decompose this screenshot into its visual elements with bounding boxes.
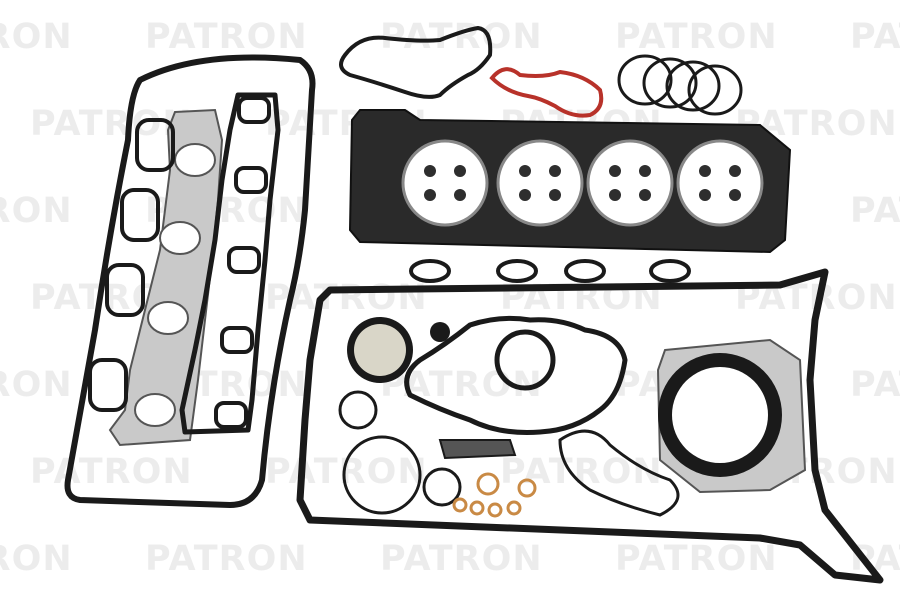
o-ring-set [617, 54, 743, 116]
copper-washer [487, 502, 503, 518]
oil-pump-gasket [558, 429, 680, 517]
patron-watermark: PATRON [615, 17, 778, 57]
small-o-ring [422, 467, 462, 507]
intake-manifold-ports [214, 96, 271, 429]
cylinder-bores [401, 139, 764, 227]
small-loop-gasket [409, 259, 451, 283]
turbo-flange-gasket [438, 439, 517, 460]
bore-hole [676, 139, 764, 227]
patron-watermark: PATRON [30, 104, 193, 144]
patron-watermark: PATRON [0, 365, 73, 405]
o-ring [617, 54, 673, 106]
patron-watermark: PATRON [380, 17, 543, 57]
round-gasket [342, 435, 422, 515]
water-pump-gasket [404, 315, 628, 435]
intake-port-hole [227, 246, 261, 274]
valve-stem-seal [519, 189, 531, 201]
timing-cover-gasket [339, 26, 493, 99]
rear-main-seal [656, 338, 807, 494]
small-loop-gaskets [409, 259, 691, 283]
patron-watermark: PATRON [0, 539, 73, 579]
patron-watermark: PATRON [850, 191, 900, 231]
small-loop-gasket [649, 259, 691, 283]
patron-watermark: PATRON [30, 452, 193, 492]
intake-port-hole [237, 96, 271, 124]
valve-stem-seal [424, 189, 436, 201]
oil-pan-gasket [296, 268, 884, 584]
copper-washer [469, 500, 485, 516]
patron-watermark: PATRON [380, 539, 543, 579]
side-port-gaskets [88, 118, 175, 412]
valve-stem-seal [639, 189, 651, 201]
misc-seals [338, 390, 680, 517]
small-o-ring [338, 390, 378, 430]
side-loop [120, 188, 160, 242]
o-ring [642, 57, 698, 109]
patron-watermark: PATRON [0, 17, 73, 57]
copper-washer [506, 500, 522, 516]
patron-watermark: PATRON [850, 17, 900, 57]
valve-stem-seal [609, 165, 621, 177]
valve-stem-seal [729, 189, 741, 201]
intake-port-hole [234, 166, 268, 194]
patron-watermark: PATRON [145, 17, 308, 57]
side-loop [105, 263, 145, 317]
valve-stem-seal [549, 189, 561, 201]
small-loop-gasket [496, 259, 538, 283]
water-pump-bore-gasket [494, 329, 556, 391]
bore-hole [586, 139, 674, 227]
valve-stem-seal [699, 189, 711, 201]
side-loop [135, 118, 175, 172]
valve-stem-seal [424, 165, 436, 177]
o-ring [665, 60, 721, 112]
patron-watermark: PATRON [145, 539, 308, 579]
copper-washer [517, 478, 537, 498]
exhaust-port-hole [134, 393, 176, 427]
bore-hole [496, 139, 584, 227]
patron-watermark: PATRON [500, 452, 663, 492]
valve-stem-seal [454, 189, 466, 201]
intake-port-hole [214, 401, 248, 429]
valve-stem-seal [519, 165, 531, 177]
exhaust-manifold-ports [134, 143, 216, 427]
exhaust-port-hole [174, 143, 216, 177]
valve-stem-seal [639, 165, 651, 177]
side-loop [88, 358, 128, 412]
copper-washer [452, 497, 468, 513]
small-loop-gasket [564, 259, 606, 283]
exhaust-port-hole [147, 301, 189, 335]
patron-watermark: PATRON [615, 539, 778, 579]
intake-manifold-gasket [179, 92, 281, 435]
valve-stem-seal [609, 189, 621, 201]
red-oil-cooler-seal [489, 67, 604, 118]
exhaust-port-hole [159, 221, 201, 255]
copper-washer [476, 472, 500, 496]
valve-stem-seal [454, 165, 466, 177]
valve-stem-seal [729, 165, 741, 177]
cylinder-head-gasket [348, 109, 792, 254]
intake-port-hole [220, 326, 254, 354]
o-ring [687, 64, 743, 116]
bore-hole [401, 139, 489, 227]
valve-stem-seal [549, 165, 561, 177]
patron-watermark: PATRON [850, 365, 900, 405]
patron-watermark: PATRON [0, 191, 73, 231]
valve-cover-gasket [64, 54, 316, 508]
copper-washers [452, 472, 537, 518]
front-crank-seal [347, 317, 450, 383]
valve-stem-seal [699, 165, 711, 177]
